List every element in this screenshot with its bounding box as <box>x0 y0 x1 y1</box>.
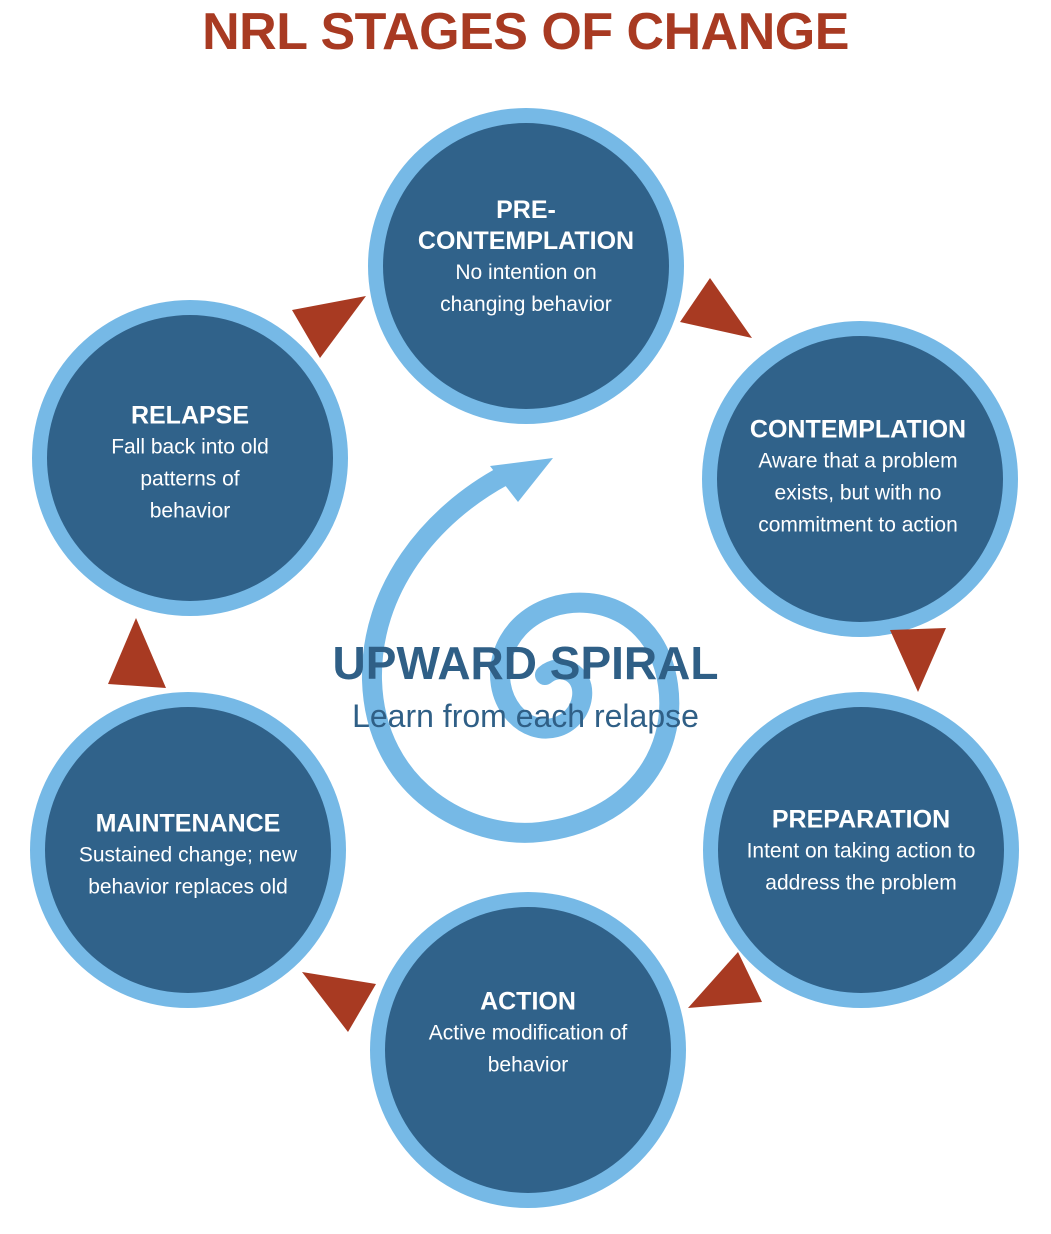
stage-circle-preparation <box>718 707 1004 993</box>
stage-relapse: RELAPSE Fall back into old patterns of b… <box>60 401 320 528</box>
stage-name: MAINTENANCE <box>95 809 281 838</box>
stage-name: ACTION <box>480 987 576 1016</box>
stage-name: PREPARATION <box>771 805 951 834</box>
upward-spiral-icon <box>361 465 680 843</box>
stage-description: No intention on changing behavior <box>440 261 612 316</box>
stage-preparation: PREPARATION Intent on taking action to a… <box>731 805 991 900</box>
stage-description: Aware that a problem exists, but with no… <box>758 449 958 537</box>
stage-maintenance: MAINTENANCE Sustained change; new behavi… <box>58 809 318 904</box>
stage-circle-pre-contemplation <box>383 123 669 409</box>
spiral-subtitle: Learn from each relapse <box>352 698 699 734</box>
stage-name: CONTEMPLATION <box>749 415 967 444</box>
arrow-pre-to-contemplation-icon <box>680 278 752 338</box>
stage-circle-maintenance <box>45 707 331 993</box>
stage-name: RELAPSE <box>130 401 250 430</box>
stage-pre-contemplation: PRE- CONTEMPLATION No intention on chang… <box>396 195 656 321</box>
stage-circle-action <box>385 907 671 1193</box>
stage-contemplation: CONTEMPLATION Aware that a problem exist… <box>728 415 988 542</box>
arrow-contemplation-to-preparation-icon <box>890 628 946 692</box>
page-title: NRL STAGES OF CHANGE <box>202 3 849 61</box>
arrow-action-to-maintenance-icon <box>302 972 376 1032</box>
stage-circle-relapse <box>47 315 333 601</box>
arrow-relapse-to-pre-icon <box>292 296 366 358</box>
stage-action: ACTION Active modification of behavior <box>398 987 658 1082</box>
spiral-title: UPWARD SPIRAL <box>332 637 719 689</box>
stage-circle-contemplation <box>717 336 1003 622</box>
stage-description: Active modification of behavior <box>428 1021 628 1077</box>
stage-name: PRE- CONTEMPLATION <box>417 196 635 255</box>
stage-description: Intent on taking action to address the p… <box>746 839 976 895</box>
arrow-maintenance-to-relapse-icon <box>108 618 166 688</box>
arrow-preparation-to-action-icon <box>688 952 762 1008</box>
stage-description: Fall back into old patterns of behavior <box>111 435 269 523</box>
stage-description: Sustained change; new behavior replaces … <box>78 843 298 899</box>
spiral-arrowhead-icon <box>490 458 553 502</box>
